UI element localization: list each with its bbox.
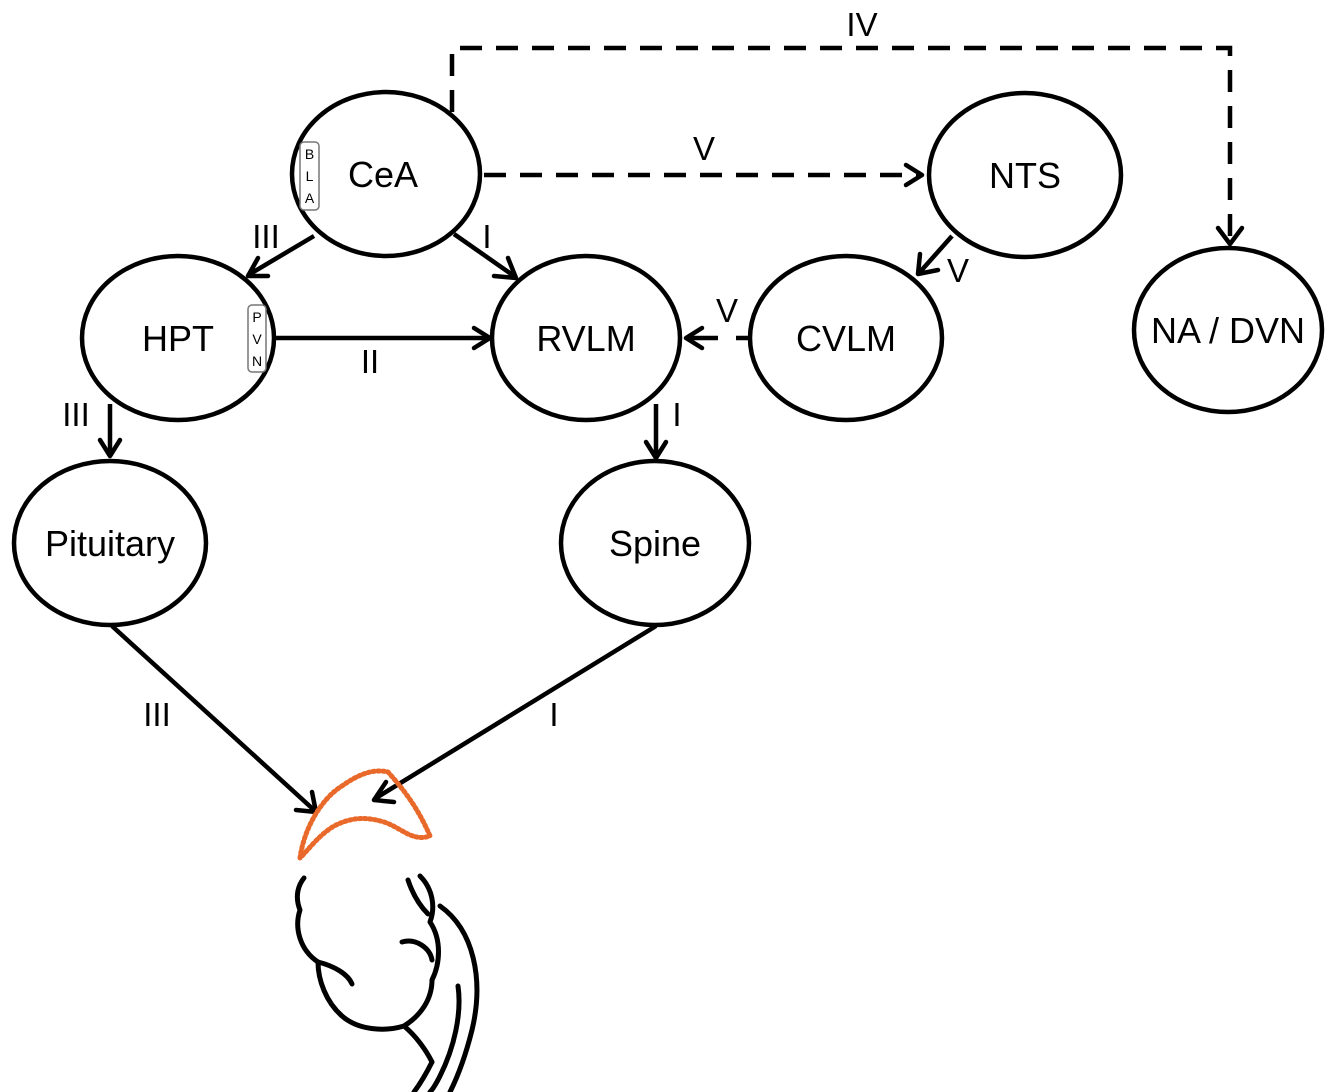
pvn-letter-3: N [252,353,262,369]
node-cea-label: CeA [348,154,418,195]
node-na-dvn: NA / DVN [1131,245,1325,415]
node-nts-label: NTS [989,155,1061,196]
edge-label-rvlm-to-spine: I [672,396,681,433]
bla-letter-2: L [306,168,314,184]
node-rvlm-label: RVLM [536,318,635,359]
subregion-bla: B L A [299,141,320,211]
edge-label-pituitary-to-adrenal: III [143,696,171,733]
edge-label-cea-to-rvlm: I [482,218,491,255]
edge-label-cea-to-hpt: III [252,218,280,255]
node-cvlm-label: CVLM [796,318,896,359]
edge-hpt-to-rvlm [272,325,493,351]
node-cea: CeA [289,89,483,259]
edge-nts-to-cvlm [915,234,954,277]
pvn-letter-2: V [252,331,262,347]
edge-spine-to-adrenal [371,624,658,805]
edge-label-hpt-to-pituitary: III [62,396,90,433]
pvn-letter-1: P [252,309,261,325]
subregion-pvn: P V N [247,304,267,373]
node-hpt-label: HPT [142,318,214,359]
edge-rvlm-to-spine [643,404,669,461]
edge-label-spine-to-adrenal: I [549,696,558,733]
adrenal-gland-kidney-icon [294,768,480,1092]
adrenal-gland-shape [297,768,433,861]
edge-cea-to-hpt [245,234,316,279]
edge-label-cea-to-nts: V [693,130,715,167]
bla-letter-1: B [305,146,314,162]
node-spine-label: Spine [609,523,701,564]
node-cvlm: CVLM [747,253,945,423]
node-rvlm: RVLM [489,253,683,423]
edge-cea-to-na-dvn [449,45,1245,247]
node-pituitary-label: Pituitary [45,523,175,564]
node-spine: Spine [558,458,752,628]
node-hpt: HPT [79,253,277,423]
edge-label-cea-to-na-dvn: IV [846,6,877,43]
edge-label-cvlm-to-rvlm: V [716,292,738,329]
node-na-dvn-label: NA / DVN [1151,310,1305,351]
edge-cea-to-rvlm [452,232,519,281]
kidney-shape [294,875,435,1065]
edge-hpt-to-pituitary [97,404,123,459]
edge-label-nts-to-cvlm: V [947,252,969,289]
node-pituitary: Pituitary [11,458,209,628]
edge-label-hpt-to-rvlm: II [361,343,379,380]
edge-cvlm-to-rvlm [683,325,750,351]
node-nts: NTS [926,90,1124,260]
edge-cea-to-nts [484,162,925,188]
bla-letter-3: A [305,190,315,206]
